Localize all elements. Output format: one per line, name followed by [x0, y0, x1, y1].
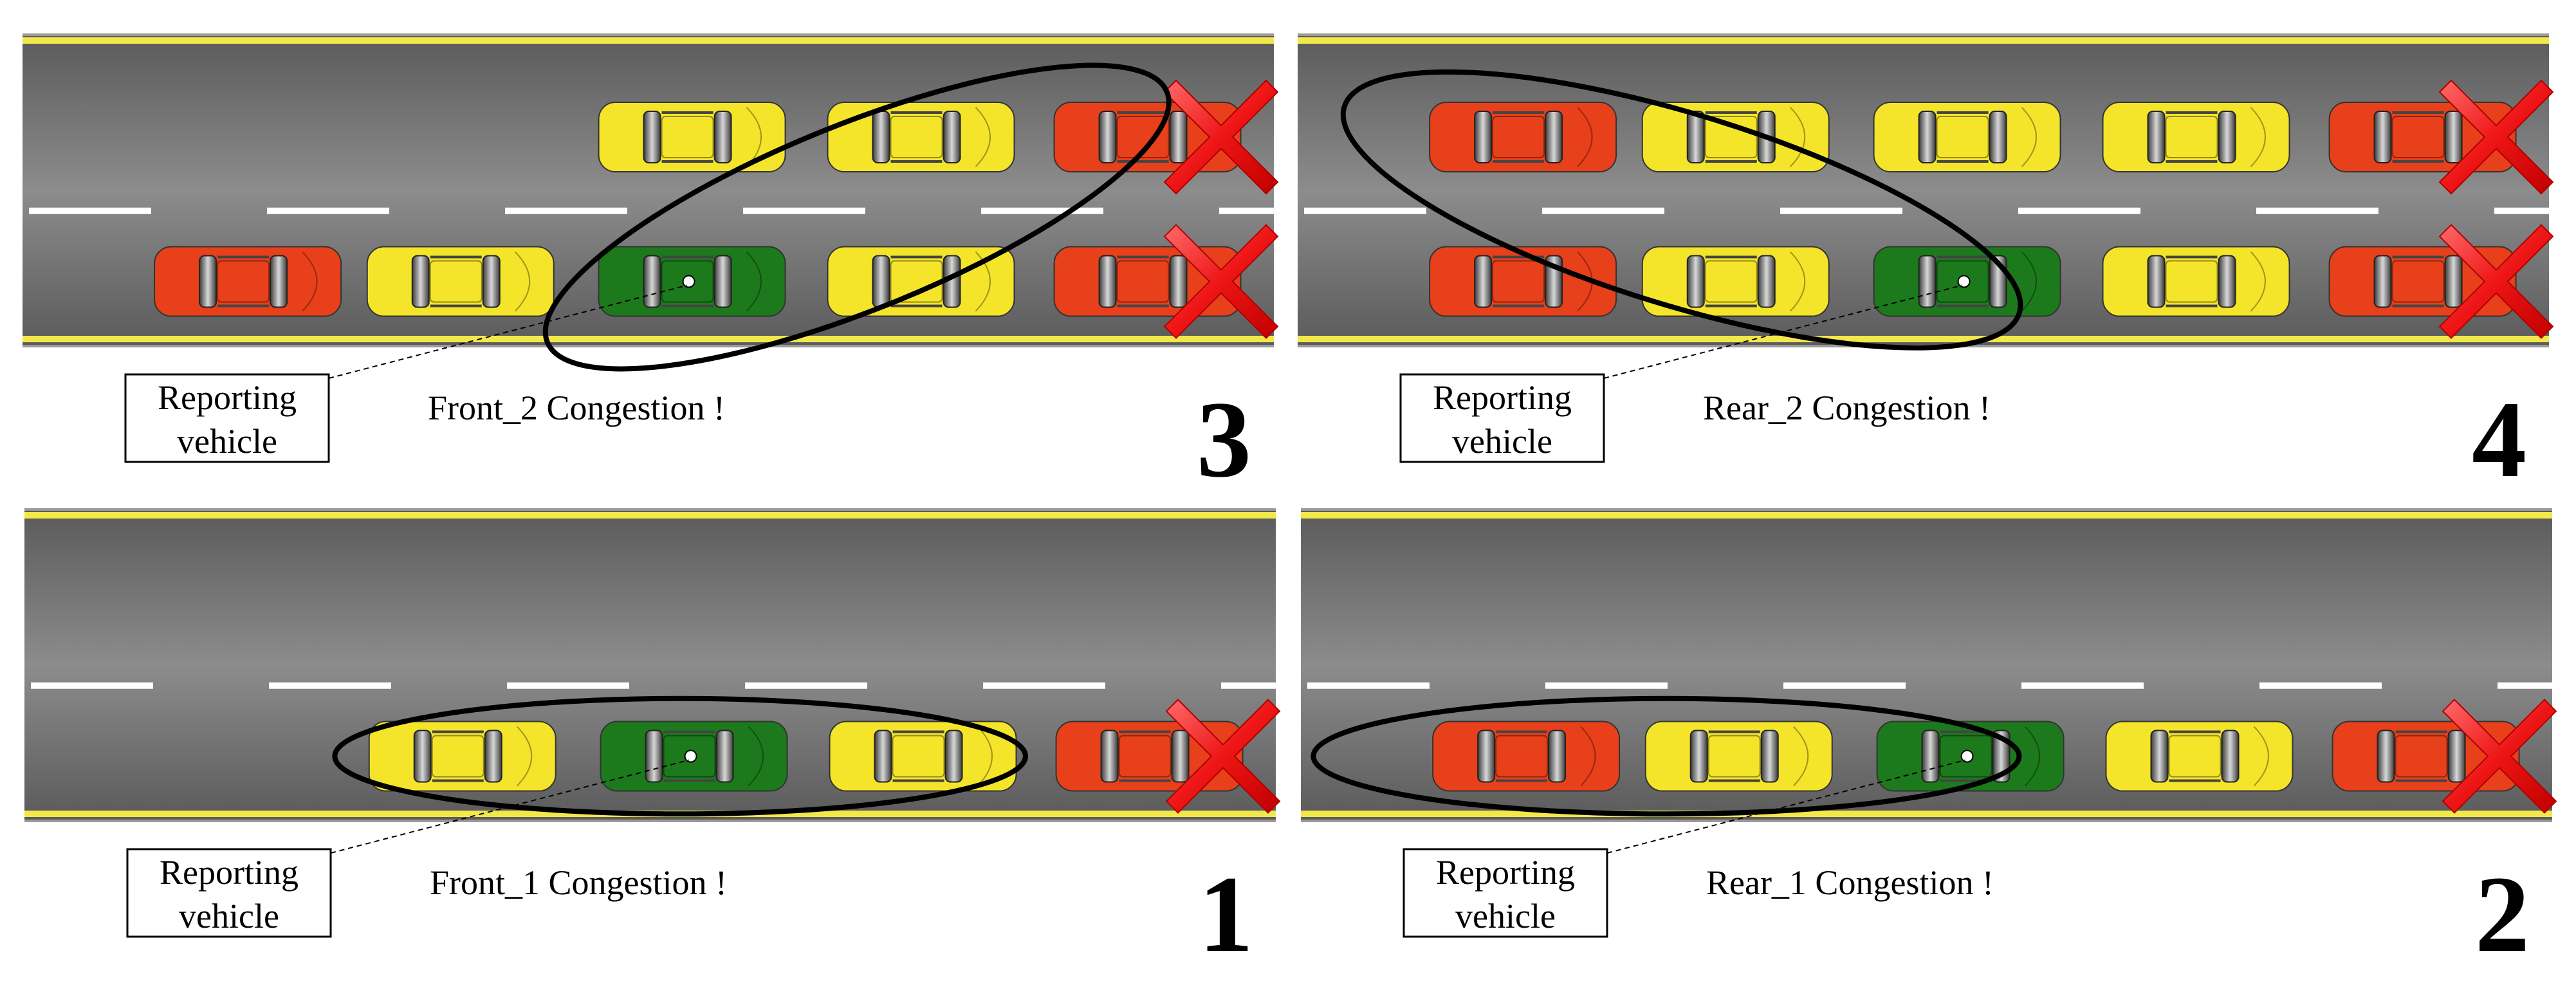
scenario-panel-2: Reporting vehicle Rear_1 Congestion ! 2 — [1301, 508, 2576, 975]
leader-line — [1606, 759, 1965, 854]
panel-number: 2 — [2475, 854, 2530, 975]
leader-line — [328, 284, 687, 379]
lane-dash — [983, 682, 1105, 689]
reporting-vehicle-box — [1403, 848, 1608, 938]
yellow-car — [1641, 102, 1830, 173]
yellow-car — [2102, 102, 2290, 173]
yellow-car — [2105, 721, 2294, 792]
green-car — [600, 721, 788, 792]
yellow-car — [598, 102, 786, 173]
red-car — [1429, 246, 1617, 317]
lane-dash — [1542, 207, 1664, 214]
reporting-dot-icon — [1957, 275, 1971, 288]
red-x-icon — [2442, 699, 2557, 814]
red-car — [1432, 721, 1621, 792]
lane-dash — [1545, 682, 1668, 689]
red-car — [1429, 102, 1617, 173]
lane-dash — [2498, 682, 2576, 689]
congestion-region — [542, 62, 1172, 372]
reporting-dot-icon — [682, 275, 695, 288]
lane-dash — [2018, 207, 2140, 214]
lane-dash — [2259, 682, 2382, 689]
panel-number: 3 — [1197, 379, 1251, 500]
panel-number: 4 — [2472, 379, 2526, 500]
red-x-icon — [1165, 699, 1281, 814]
lane-dash — [2256, 207, 2378, 214]
reporting-vehicle-box — [126, 848, 332, 938]
scenario-panel-4: Reporting vehicle Rear_2 Congestion ! 4 — [1298, 33, 2576, 500]
lane-dash — [981, 207, 1103, 214]
yellow-car — [1644, 721, 1833, 792]
congestion-caption: Front_1 Congestion ! — [430, 863, 727, 902]
reporting-vehicle-box — [1399, 373, 1605, 463]
congestion-caption: Rear_1 Congestion ! — [1706, 863, 1994, 902]
congestion-region — [1311, 695, 2022, 817]
lane-dash — [2021, 682, 2144, 689]
lane-dash — [1783, 682, 1906, 689]
lane-dash — [1219, 207, 1341, 214]
yellow-car — [1873, 102, 2061, 173]
red-x-icon — [2438, 224, 2554, 339]
red-car — [154, 246, 342, 317]
green-car — [1873, 246, 2061, 317]
green-car — [598, 246, 786, 317]
congestion-region — [332, 695, 1029, 817]
yellow-car — [366, 246, 555, 317]
congestion-region — [1340, 69, 2023, 351]
reporting-vehicle-label: Reporting — [1433, 378, 1572, 417]
lane-dash — [31, 682, 153, 689]
lane-dash — [743, 207, 865, 214]
reporting-vehicle-box — [124, 373, 330, 463]
reporting-vehicle-label: vehicle — [1455, 897, 1556, 935]
yellow-car — [827, 102, 1015, 173]
panel-number: 1 — [1199, 854, 1253, 975]
red-x-icon — [2438, 79, 2554, 195]
lane-dash — [1780, 207, 1902, 214]
lane-dash — [2494, 207, 2576, 214]
leader-line — [1603, 284, 1962, 379]
reporting-dot-icon — [1960, 749, 1974, 763]
lane-dash — [269, 682, 391, 689]
reporting-vehicle-label: Reporting — [158, 378, 297, 417]
leader-line — [330, 759, 689, 854]
yellow-car — [1641, 246, 1830, 317]
lane-dash — [1307, 682, 1430, 689]
lane-dash — [505, 207, 627, 214]
lane-dash — [1304, 207, 1426, 214]
green-car — [1876, 721, 2065, 792]
congestion-caption: Front_2 Congestion ! — [428, 389, 725, 427]
lane-dash — [1221, 682, 1343, 689]
lane-dash — [267, 207, 389, 214]
yellow-car — [829, 721, 1017, 792]
scenario-panel-3: Reporting vehicle Front_2 Congestion ! 3 — [23, 33, 1341, 500]
reporting-vehicle-label: vehicle — [179, 897, 279, 935]
reporting-vehicle-label: Reporting — [1436, 853, 1575, 892]
reporting-vehicle-label: vehicle — [1452, 422, 1552, 461]
reporting-vehicle-label: Reporting — [160, 853, 299, 892]
scenario-panel-1: Reporting vehicle Front_1 Congestion ! 1 — [24, 508, 1343, 975]
red-x-icon — [1163, 224, 1279, 339]
lane-dash — [745, 682, 867, 689]
reporting-dot-icon — [684, 749, 697, 763]
lane-dash — [507, 682, 629, 689]
reporting-vehicle-label: vehicle — [177, 422, 277, 461]
lane-dash — [29, 207, 151, 214]
yellow-car — [827, 246, 1015, 317]
red-x-icon — [1163, 79, 1279, 195]
yellow-car — [2102, 246, 2290, 317]
yellow-car — [368, 721, 557, 792]
congestion-caption: Rear_2 Congestion ! — [1703, 389, 1991, 427]
